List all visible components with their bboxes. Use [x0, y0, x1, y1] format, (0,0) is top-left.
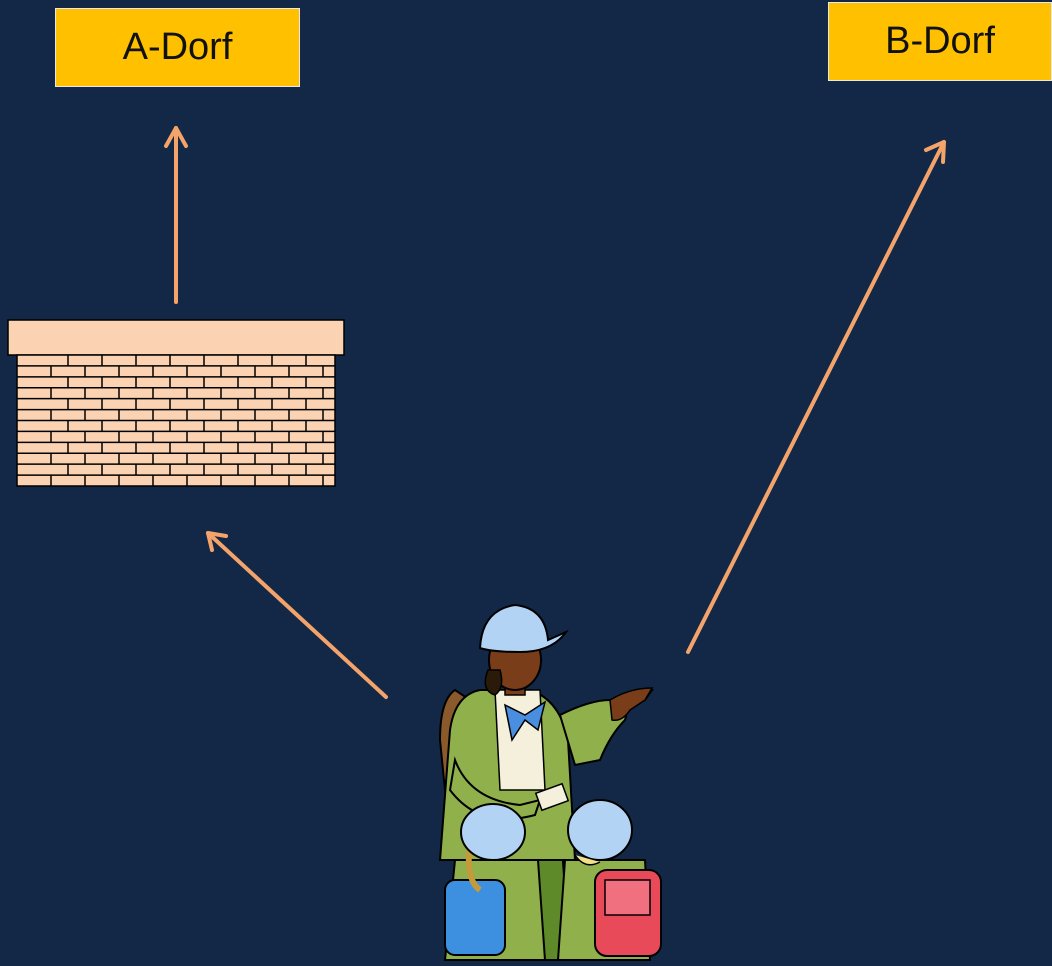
b-dorf-label-text: B-Dorf [885, 20, 995, 62]
arrow-wall-to-a-dorf [164, 126, 188, 304]
arrow-group-to-b-dorf [686, 140, 946, 654]
brick-wall-icon [7, 319, 345, 487]
hiking-group-clipart [438, 603, 662, 961]
a-dorf-label: A-Dorf [55, 8, 300, 87]
arrow-group-to-wall [206, 531, 388, 699]
b-dorf-label: B-Dorf [828, 2, 1052, 81]
a-dorf-label-text: A-Dorf [122, 26, 233, 68]
